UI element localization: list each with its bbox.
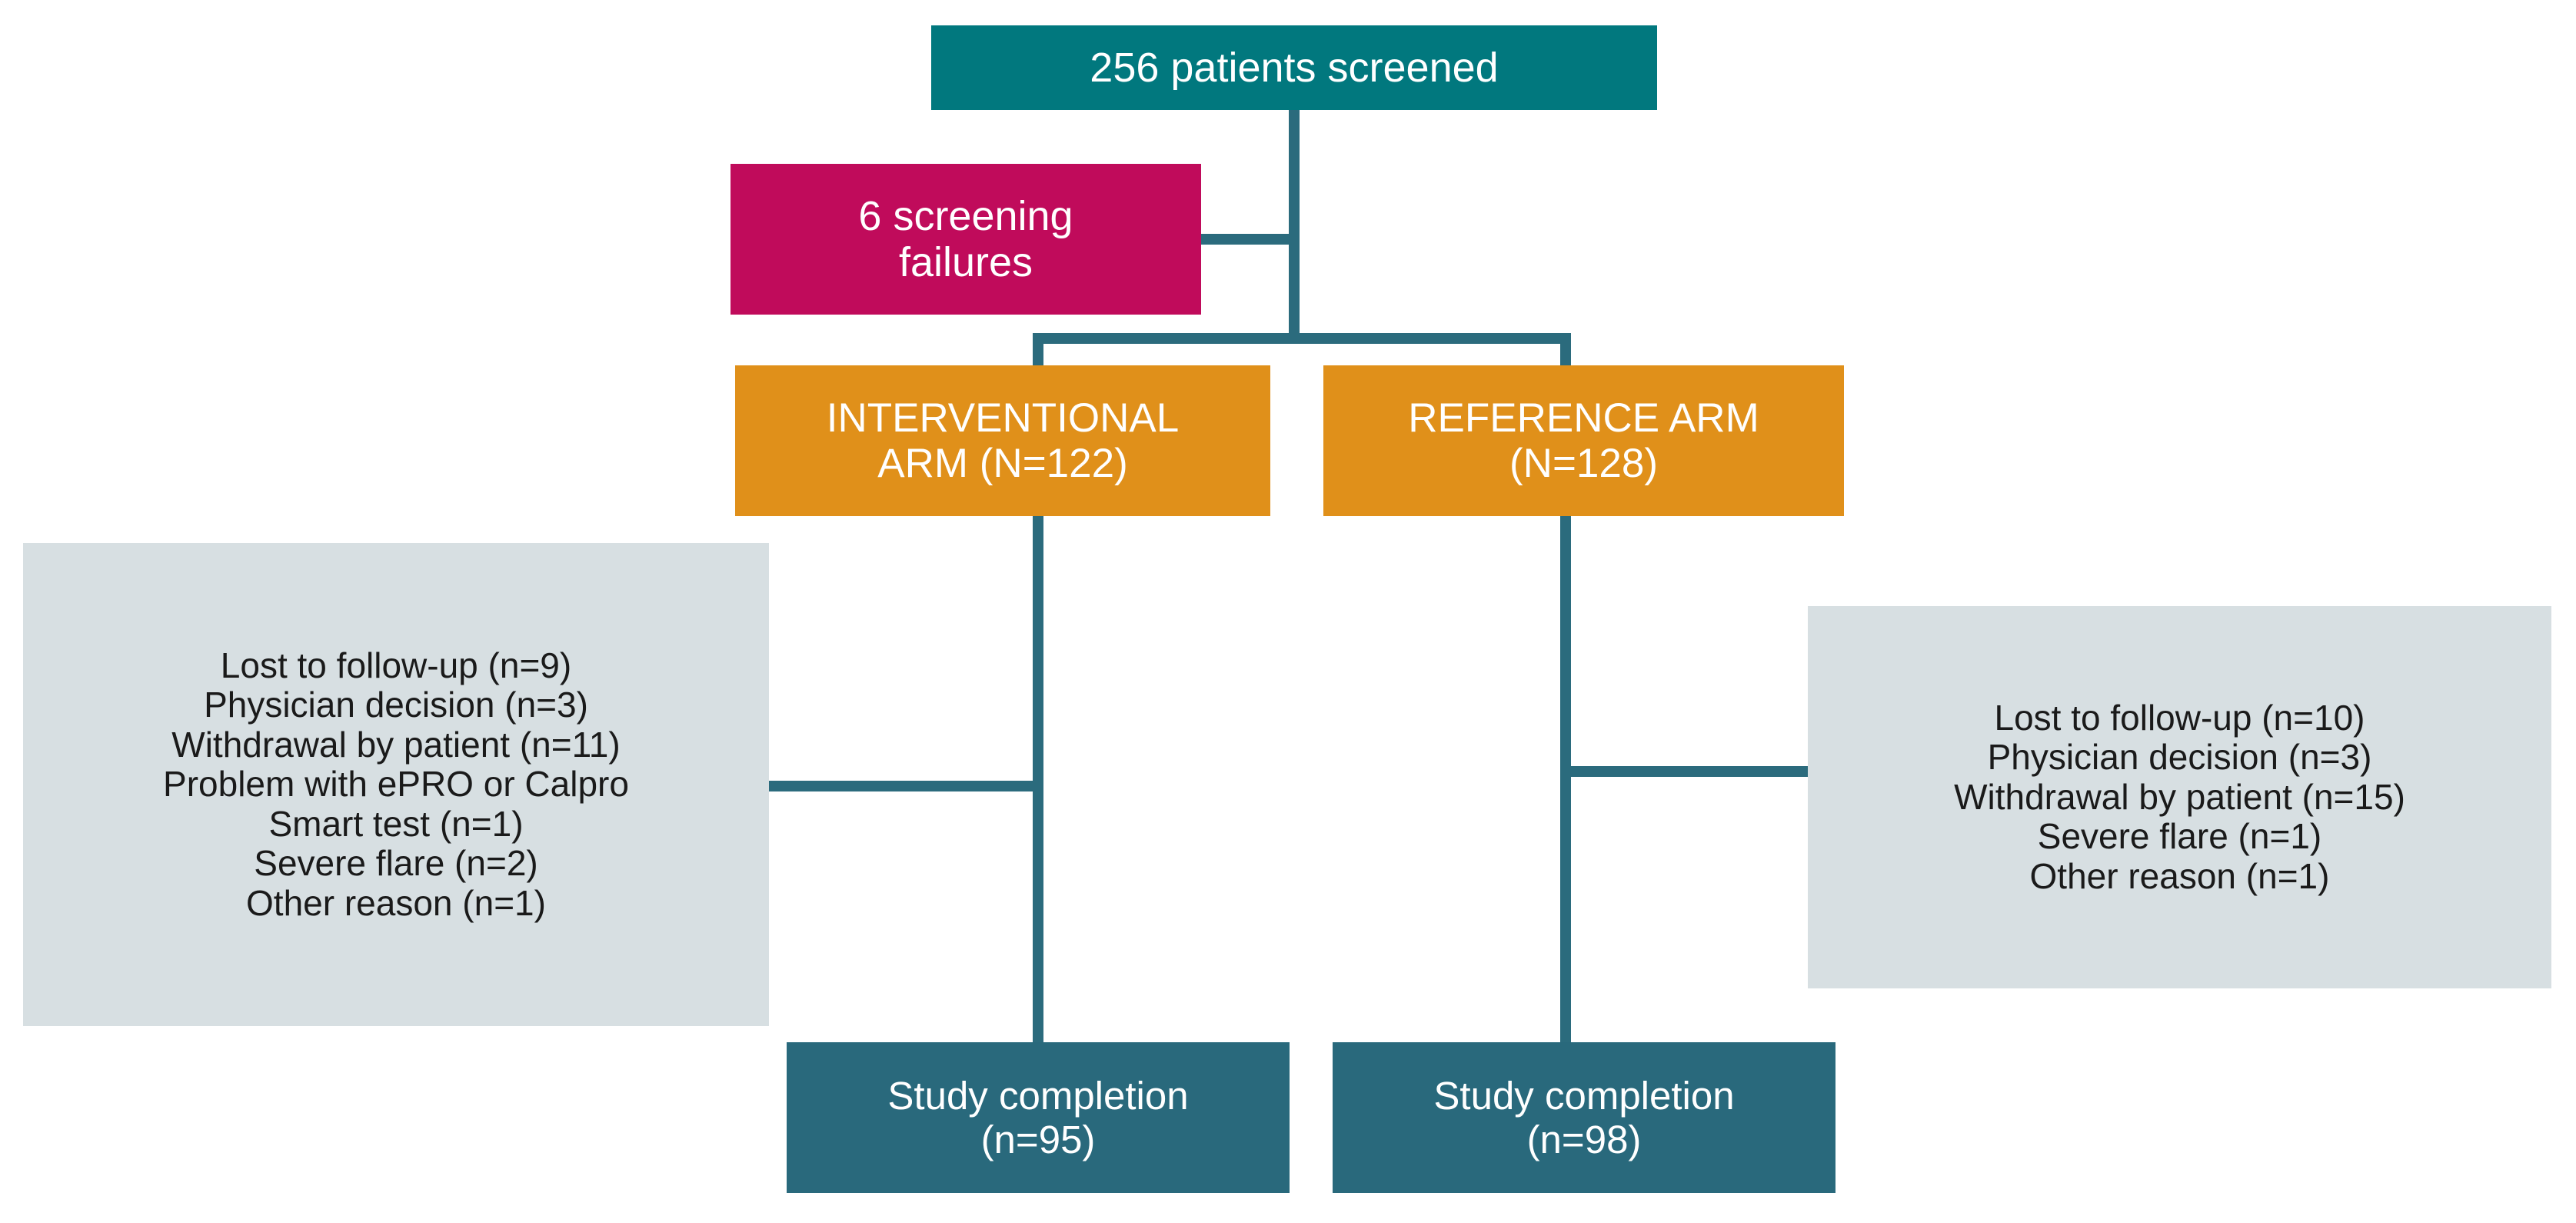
screening-failures-box: 6 screening failures	[731, 164, 1201, 315]
connector-screening-failures-branch	[1196, 234, 1295, 245]
reason-item: Withdrawal by patient (n=11)	[171, 724, 621, 765]
screened-label: 256 patients screened	[1090, 44, 1499, 91]
completion-line-2: (n=98)	[1526, 1118, 1642, 1161]
connector-spine-reference	[1560, 512, 1571, 1046]
screened-box: 256 patients screened	[931, 25, 1657, 110]
connector-reference-reasons	[1566, 766, 1813, 777]
reason-item: Physician decision (n=3)	[204, 685, 588, 725]
reason-item: Problem with ePRO or Calpro	[163, 764, 629, 805]
interventional-arm-line-2: ARM (N=122)	[877, 441, 1128, 486]
connector-leg-interventional-arm	[1033, 333, 1043, 370]
reason-item: Physician decision (n=3)	[1987, 737, 2372, 778]
connector-interventional-reasons	[766, 781, 1038, 791]
interventional-arm-box: INTERVENTIONAL ARM (N=122)	[735, 365, 1270, 516]
reason-item: Lost to follow-up (n=9)	[220, 645, 572, 685]
connector-spine-interventional	[1033, 512, 1043, 1046]
interventional-study-completion-box: Study completion (n=95)	[787, 1042, 1290, 1193]
reason-item: Severe flare (n=2)	[254, 843, 538, 884]
completion-line-1: Study completion	[1433, 1073, 1735, 1118]
reference-arm-box: REFERENCE ARM (N=128)	[1323, 365, 1844, 516]
reason-item: Lost to follow-up (n=10)	[1994, 697, 2365, 738]
reference-study-completion-box: Study completion (n=98)	[1333, 1042, 1835, 1193]
reference-discontinuation-reasons-box: Lost to follow-up (n=10) Physician decis…	[1808, 606, 2551, 988]
completion-line-2: (n=95)	[980, 1118, 1096, 1161]
reason-item: Severe flare (n=1)	[2037, 816, 2322, 857]
connector-leg-reference-arm	[1560, 333, 1571, 370]
screening-failures-line-2: failures	[898, 239, 1033, 285]
connector-screened-to-split	[1289, 68, 1300, 338]
completion-line-1: Study completion	[887, 1073, 1189, 1118]
reference-arm-line-2: (N=128)	[1509, 441, 1658, 486]
reason-item: Smart test (n=1)	[268, 803, 524, 844]
reason-item: Other reason (n=1)	[246, 882, 546, 923]
reason-item: Withdrawal by patient (n=15)	[1954, 776, 2405, 817]
connector-arm-split-bar	[1033, 333, 1571, 344]
interventional-discontinuation-reasons-box: Lost to follow-up (n=9) Physician decisi…	[23, 543, 769, 1026]
screening-failures-line-1: 6 screening	[858, 192, 1073, 239]
reason-item: Other reason (n=1)	[2029, 855, 2330, 896]
interventional-arm-line-1: INTERVENTIONAL	[826, 395, 1180, 441]
reference-arm-line-1: REFERENCE ARM	[1408, 395, 1759, 441]
